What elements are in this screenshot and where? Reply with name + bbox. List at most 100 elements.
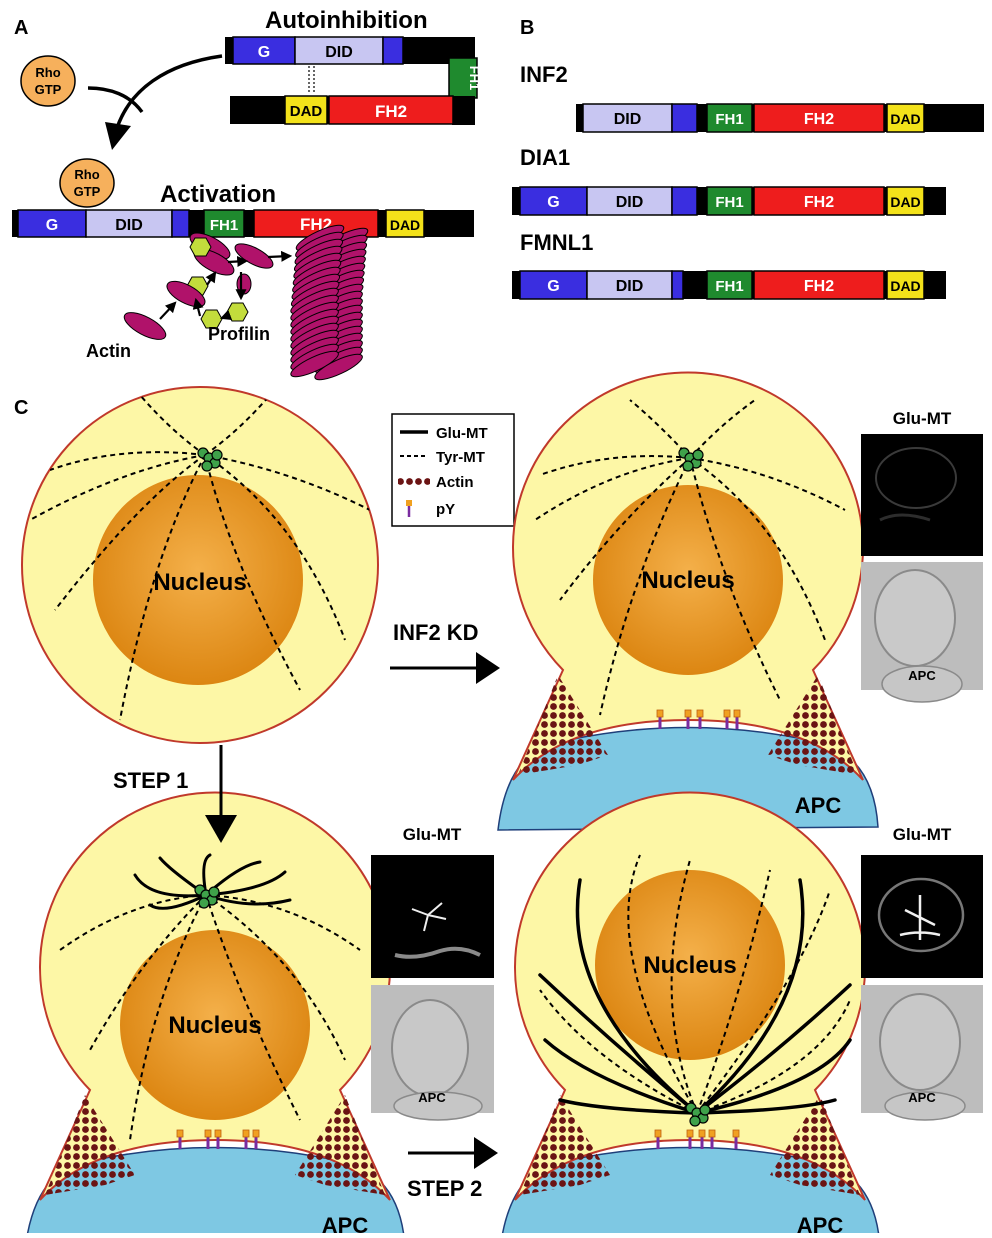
nucleus xyxy=(595,870,785,1060)
panel-letter-a: A xyxy=(14,17,28,39)
actin-meshwork xyxy=(45,1095,135,1195)
protein-name: INF2 xyxy=(520,62,568,87)
legend: Glu-MT Tyr-MT Actin pY xyxy=(391,413,515,527)
act-did-label: DID xyxy=(115,217,143,234)
nucleus-label: Nucleus xyxy=(643,952,736,979)
actin-meshwork xyxy=(295,1095,385,1195)
legend-actin-swatch xyxy=(398,476,430,487)
domain-dad: DAD xyxy=(890,194,920,210)
micro-br-apc: APC xyxy=(908,1090,936,1105)
domain-fh2: FH2 xyxy=(804,111,834,128)
nucleus xyxy=(593,485,783,675)
micrograph-ml-dic: APC xyxy=(371,985,494,1121)
autoinhibited-lower-strand: DAD FH2 xyxy=(230,95,475,125)
domain-g-label: G xyxy=(258,44,270,61)
micro-ml-title: Glu-MT xyxy=(403,825,462,844)
domain-fh2: FH2 xyxy=(804,278,834,295)
nucleus-label: Nucleus xyxy=(641,567,734,594)
domain-did: DID xyxy=(616,194,644,211)
domain-fh1-label: FH1 xyxy=(467,66,482,91)
actin-label: Actin xyxy=(86,341,131,361)
micrograph-br-dic: APC xyxy=(861,985,983,1121)
domain-fh1: FH1 xyxy=(715,111,743,128)
centrosome xyxy=(678,447,704,472)
domain-dad-label: DAD xyxy=(290,103,323,120)
activated-strand: G DID FH1 FH2 DAD xyxy=(12,209,474,238)
apc-label: APC xyxy=(797,1213,844,1233)
micro-ml-apc: APC xyxy=(418,1090,446,1105)
apc-label: APC xyxy=(322,1213,369,1233)
rho-label: Rho xyxy=(35,65,60,80)
step2-label: STEP 2 xyxy=(407,1176,482,1201)
step2-arrow xyxy=(408,1137,498,1169)
domain-did: DID xyxy=(616,278,644,295)
domain-did: DID xyxy=(614,111,642,128)
micrograph-br-glu xyxy=(861,855,983,978)
domain-g: G xyxy=(547,194,559,211)
micro-br-title: Glu-MT xyxy=(893,825,952,844)
rho-label-2: Rho xyxy=(74,167,99,182)
nucleus-label: Nucleus xyxy=(168,1012,261,1039)
protein-name: DIA1 xyxy=(520,145,570,170)
panel-letter-c: C xyxy=(14,397,28,419)
micrograph-tr-dic: APC xyxy=(861,562,983,703)
actin-meshwork xyxy=(768,675,858,775)
centrosome xyxy=(197,447,223,472)
legend-py-swatch xyxy=(406,500,412,517)
legend-tyr-mt: Tyr-MT xyxy=(436,449,485,466)
actin-meshwork xyxy=(520,1095,610,1195)
domain-g: G xyxy=(547,278,559,295)
micrograph-tr-glu xyxy=(861,434,983,556)
act-fh1-label: FH1 xyxy=(210,217,238,234)
actin-meshwork xyxy=(518,675,608,775)
domain-fh1: FH1 xyxy=(715,278,743,295)
gtp-label: GTP xyxy=(35,82,62,97)
activation-curve-arrow xyxy=(87,86,144,114)
gtp-label-2: GTP xyxy=(74,184,101,199)
step1-label: STEP 1 xyxy=(113,768,188,793)
apc-label: APC xyxy=(795,793,842,818)
actin-meshwork xyxy=(770,1095,860,1195)
rho-gtp-free: Rho GTP xyxy=(20,55,76,107)
step1-arrow xyxy=(205,745,237,843)
centrosome xyxy=(194,884,220,909)
activation-main-arrow xyxy=(115,54,223,129)
legend-glu-mt: Glu-MT xyxy=(436,425,488,442)
autoinhibition-title: Autoinhibition xyxy=(265,7,428,34)
domain-fh2-label: FH2 xyxy=(375,102,407,121)
domain-fh2: FH2 xyxy=(804,194,834,211)
centrosome xyxy=(685,1102,711,1127)
act-dad-label: DAD xyxy=(390,217,420,233)
domain-did-label: DID xyxy=(325,44,353,61)
inf2-kd-arrow xyxy=(390,652,500,684)
micro-tr-title: Glu-MT xyxy=(893,409,952,428)
rho-gtp-bound: Rho GTP xyxy=(59,158,115,208)
py-markers xyxy=(656,709,741,729)
actin-filament xyxy=(290,224,369,381)
nucleus xyxy=(120,930,310,1120)
inf2-kd-label: INF2 KD xyxy=(393,620,479,645)
profilin-label: Profilin xyxy=(208,324,270,344)
autoinhibited-fh1: FH1 xyxy=(448,57,482,99)
act-g-label: G xyxy=(46,217,58,234)
actin-profilin-cycle xyxy=(123,232,293,340)
protein-name: FMNL1 xyxy=(520,230,593,255)
autoinhibited-upper-strand: G DID xyxy=(225,36,475,65)
domain-fh1: FH1 xyxy=(715,194,743,211)
domain-dad: DAD xyxy=(890,278,920,294)
nucleus-label: Nucleus xyxy=(153,569,246,596)
domain-dad: DAD xyxy=(890,111,920,127)
legend-actin: Actin xyxy=(436,474,474,491)
nucleus xyxy=(93,475,303,685)
legend-py: pY xyxy=(436,501,455,518)
micrograph-ml-glu xyxy=(371,855,494,978)
activation-title: Activation xyxy=(160,181,276,208)
